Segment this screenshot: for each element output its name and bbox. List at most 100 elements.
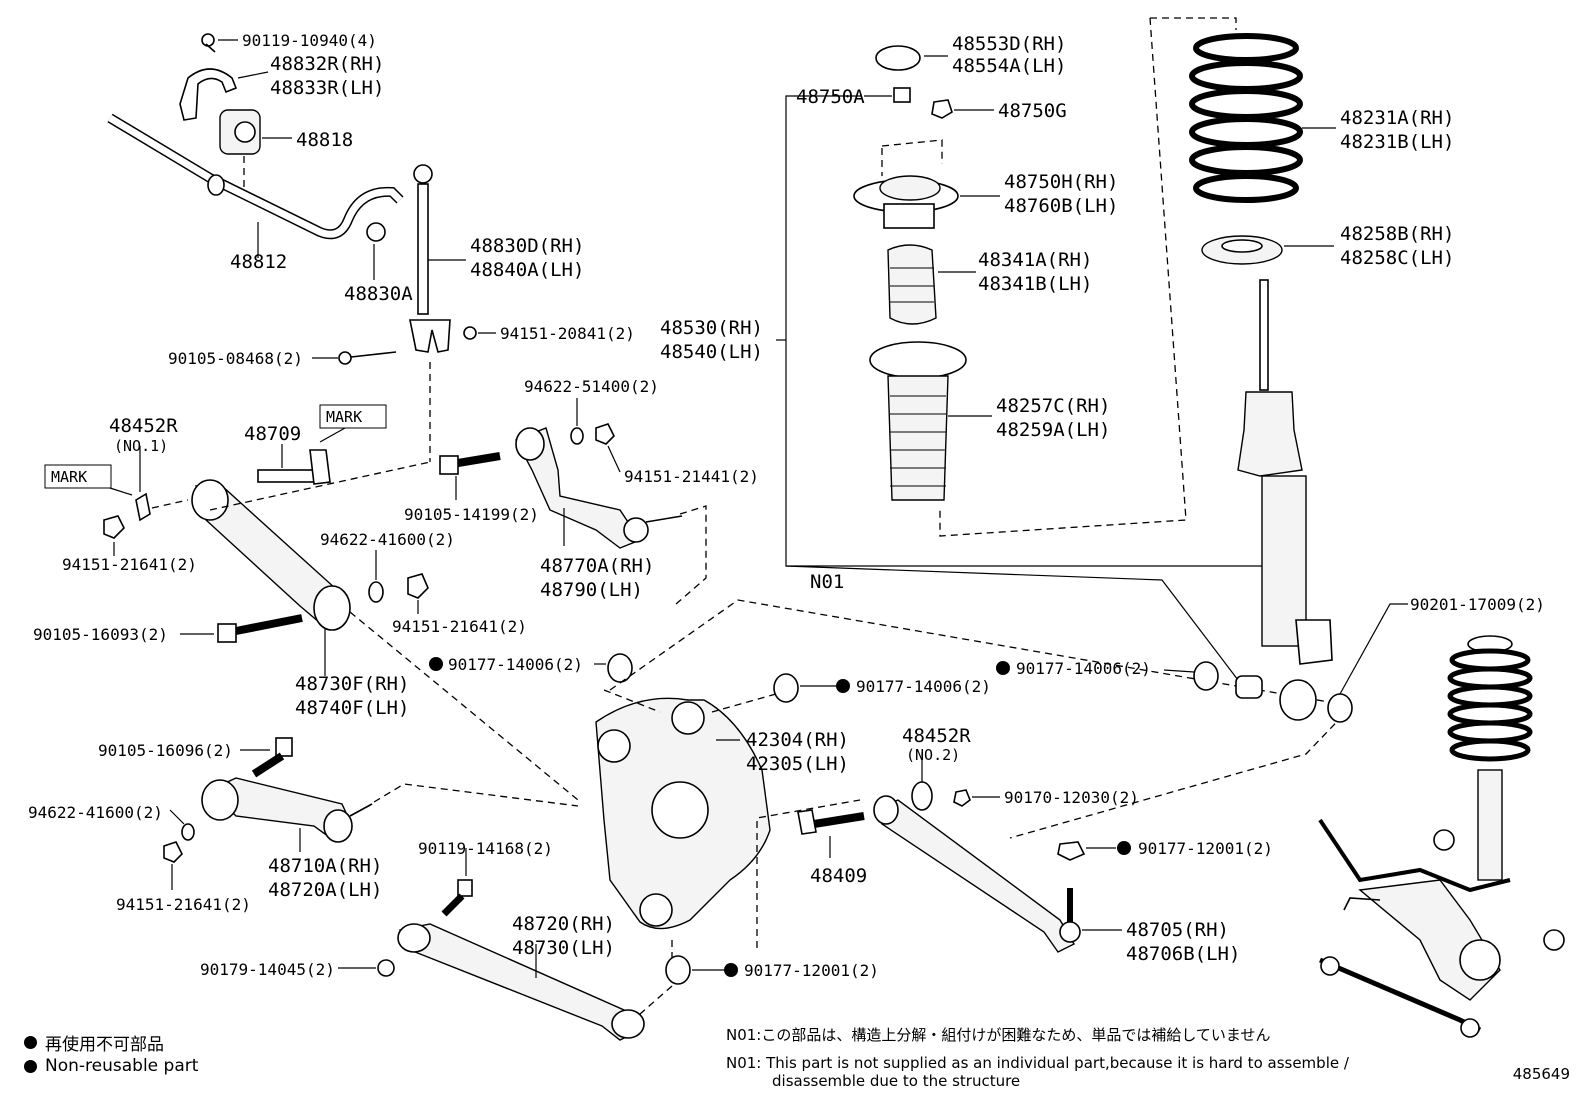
nut-48750A [893,87,911,103]
shock-top-group [776,17,1280,681]
nut-94151-21641-b [163,841,183,863]
nut-90170-12030 [953,789,971,807]
bump-stop-48341A [887,244,937,325]
label-48706B: 48706B(LH) [1126,943,1240,965]
legend-row-jp: 再使用不可部品 [24,1030,164,1055]
label-48710A: 48710A(RH) [268,855,382,877]
label-94622-41600-b: 94622-41600(2) [28,803,163,822]
label-90105-16096: 90105-16096(2) [98,741,233,760]
label-94151-21641-a: 94151-21641(2) [62,555,197,574]
label-48258C: 48258C(LH) [1340,247,1454,269]
label-48720: 48720(RH) [512,913,615,935]
shock-absorber-48530 [1235,279,1333,721]
label-48409: 48409 [810,865,867,887]
cap-48553D [875,45,921,71]
arm-48710A [201,777,373,843]
knuckle-group [429,599,1354,1015]
label-90105-14199: 90105-14199(2) [404,505,539,524]
label-48258B: 48258B(RH) [1340,223,1454,245]
label-no2: (NO.2) [906,746,960,764]
label-48231B: 48231B(LH) [1340,131,1454,153]
legend-row-en: Non-reusable part [24,1056,198,1076]
label-48750A: 48750A [796,86,865,108]
label-94151-20841: 94151-20841(2) [500,324,635,343]
upper-arm-group [44,398,707,801]
nut-90177-12001-a [1057,841,1086,861]
bolt-90105-08468 [338,351,397,365]
bolt-48409 [797,809,865,835]
mount-48750H [853,175,959,229]
label-48257C: 48257C(RH) [996,395,1110,417]
label-no1: (NO.1) [114,437,168,455]
label-90119-10940: 90119-10940(4) [242,31,377,50]
label-48740F: 48740F(LH) [295,697,409,719]
label-48341B: 48341B(LH) [978,273,1092,295]
label-48840A: 48840A(LH) [470,259,584,281]
label-48750H: 48750H(RH) [1004,171,1118,193]
label-48790: 48790(LH) [540,579,643,601]
stabilizer-bushing [219,109,261,155]
stabilizer-link-nut [366,222,386,242]
label-48452R-1: 48452R [109,415,178,437]
label-48705: 48705(RH) [1126,919,1229,941]
label-90177-12001-a: 90177-12001(2) [1138,839,1273,858]
label-48830D: 48830D(RH) [470,235,584,257]
label-94151-21641-b: 94151-21641(2) [392,617,527,636]
stabilizer-bracket [179,68,238,121]
nut-90201-17009 [1327,693,1353,723]
part-labels: 90119-10940(4) 48832R(RH) 48833R(LH) 488… [28,31,1545,980]
plate-48452R-no2 [911,781,933,811]
stabilizer-link [409,164,451,353]
lower-arms-group [163,737,645,1041]
bolt-90105-14199 [439,452,501,475]
boot-48257C [869,341,967,501]
spring-seat-48258B [1201,235,1283,265]
label-90177-14006-b: 90177-14006(2) [856,677,991,696]
stabilizer-bar [107,113,404,240]
nut-94151-21641-mid [407,573,429,599]
label-48341A: 48341A(RH) [978,249,1092,271]
legend-text-en: Non-reusable part [45,1056,199,1076]
bushing-90177-14006-b [773,673,799,703]
mark-label-right: MARK [326,408,362,426]
label-48530: 48530(RH) [660,317,763,339]
label-90177-12001-b: 90177-12001(2) [744,961,879,980]
label-90105-08468: 90105-08468(2) [168,349,303,368]
label-48452R-2: 48452R [902,725,971,747]
label-90177-14006-c: 90177-14006(2) [1016,659,1151,678]
label-90105-16093: 90105-16093(2) [33,625,168,644]
washer-94622-41600 [368,581,384,603]
label-90179-14045: 90179-14045(2) [200,960,335,979]
non-reusable-dot-icon [24,1036,37,1049]
label-48818: 48818 [296,129,353,151]
label-94622-51400: 94622-51400(2) [524,377,659,396]
note-n01-en-2: disassemble due to the structure [772,1072,1021,1090]
label-48720A: 48720A(LH) [268,879,382,901]
note-n01-en-1: N01: This part is not supplied as an ind… [726,1054,1349,1072]
bolt-90105-16093 [217,614,303,643]
label-90201-17009: 90201-17009(2) [1410,595,1545,614]
nut-94151-21641-left [103,515,125,539]
bushing-90177-14006-a [607,653,633,683]
label-42304: 42304(RH) [746,729,849,751]
label-42305: 42305(LH) [746,753,849,775]
note-n01-jp: N01:この部品は、構造上分解・組付けが困難なため、単品では補給していません [726,1026,1271,1044]
bushing-90177-14006-c [1193,661,1219,691]
washer-94622-51400 [570,427,584,445]
arm-48705 [873,795,1081,953]
label-90119-14168: 90119-14168(2) [418,839,553,858]
label-48812: 48812 [230,251,287,273]
label-48259A: 48259A(LH) [996,419,1110,441]
label-48770A: 48770A(RH) [540,555,654,577]
coil-spring-48231A [1189,33,1303,203]
bolt-48709 [257,449,331,485]
nut-90179-14045 [377,959,395,977]
assembly-overview [1318,635,1565,1038]
bolt-90119-10940 [201,33,216,53]
nut-94151-20841 [463,326,477,340]
label-N01: N01 [810,571,844,593]
arm-48730F [191,479,351,631]
label-48832R: 48832R(RH) [270,53,384,75]
label-48554A: 48554A(LH) [952,55,1066,77]
